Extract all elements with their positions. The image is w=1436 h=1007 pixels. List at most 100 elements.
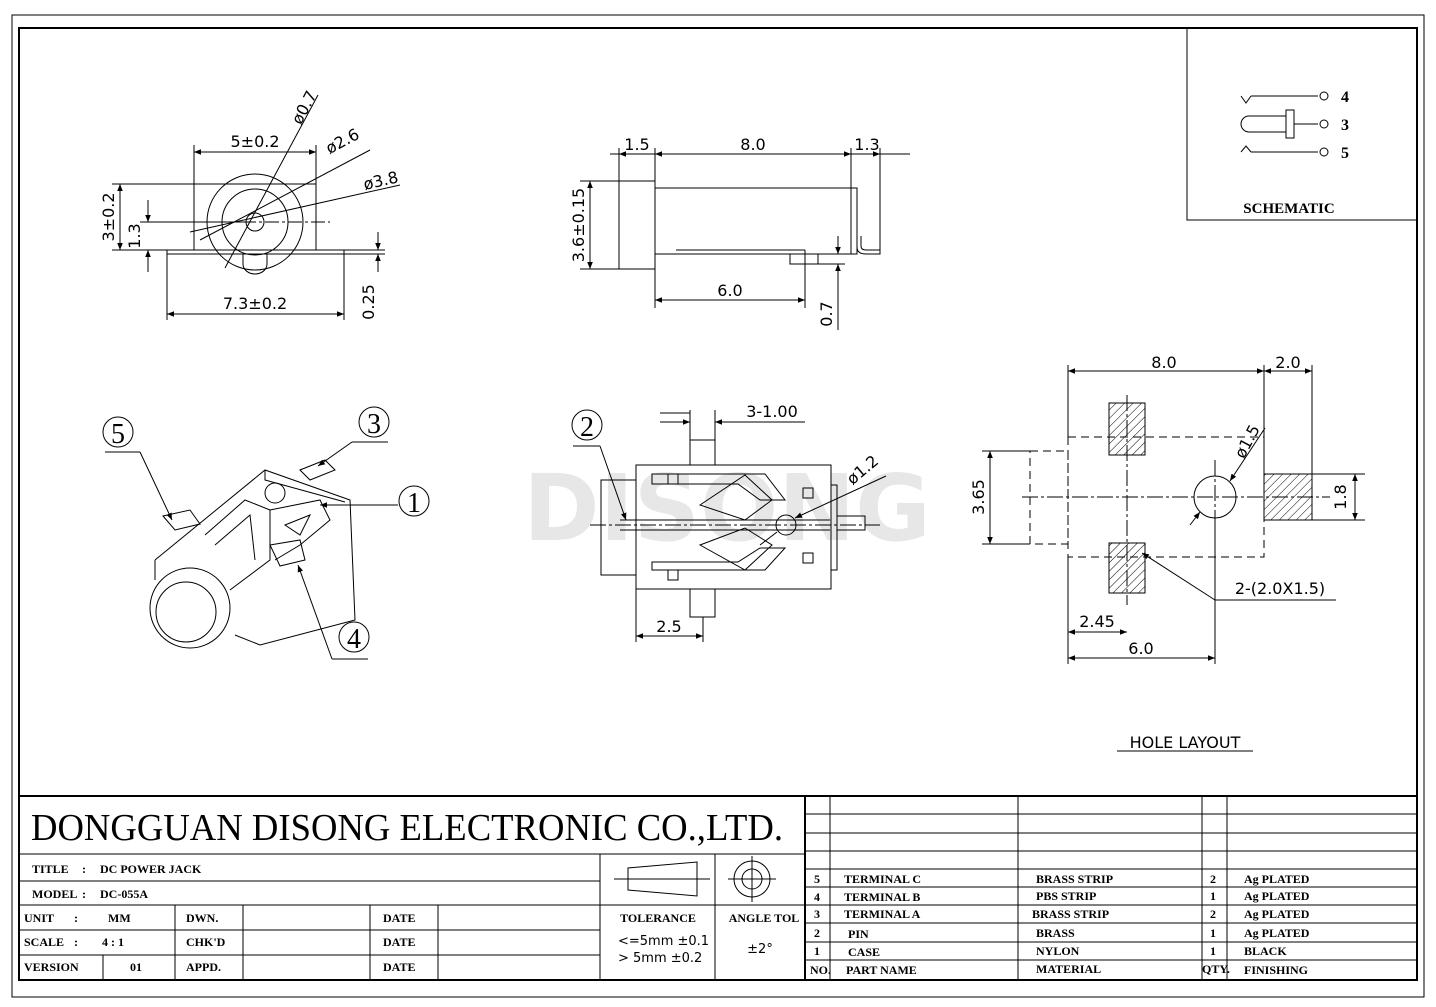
bom-row-1-no: 1 bbox=[814, 944, 820, 958]
chkd-label: CHK'D bbox=[186, 935, 226, 949]
title-label: TITLE bbox=[32, 862, 69, 876]
side-dim-pins: 6.0 bbox=[717, 281, 742, 300]
front-dim-base: 7.3±0.2 bbox=[223, 294, 287, 313]
bom-row-5-material: BRASS STRIP bbox=[1036, 872, 1113, 886]
bom-row-2-finishing: Ag PLATED bbox=[1244, 926, 1310, 940]
callout-2: 2 bbox=[580, 412, 594, 443]
version-label: VERSION bbox=[24, 960, 79, 974]
title-value: DC POWER JACK bbox=[100, 862, 202, 876]
front-dim-d26: ø2.6 bbox=[322, 124, 362, 157]
bom-row-4-qty: 1 bbox=[1210, 889, 1216, 903]
hole-dim-base: 6.0 bbox=[1128, 639, 1153, 658]
watermark-text: DISONG bbox=[523, 455, 931, 562]
sheet-frame bbox=[11, 14, 1425, 998]
front-dim-height: 3±0.2 bbox=[99, 192, 118, 241]
unit-label: UNIT bbox=[24, 911, 54, 925]
bom-row-1-finishing: BLACK bbox=[1244, 944, 1287, 958]
bom-row-2-qty: 1 bbox=[1210, 926, 1216, 940]
side-dim-body: 8.0 bbox=[740, 135, 765, 154]
model-value: DC-055A bbox=[100, 887, 148, 901]
date-label-2: DATE bbox=[383, 935, 415, 949]
hole-dim-pads: 2-(2.0X1.5) bbox=[1235, 579, 1325, 598]
bom-header-part: PART NAME bbox=[846, 963, 917, 977]
front-view: 5±0.2 ø0.7 ø2.6 ø3.8 3±0.2 1.3 7.3±0.2 0… bbox=[99, 87, 401, 320]
version-value: 01 bbox=[130, 960, 142, 974]
front-dim-foot: 0.25 bbox=[359, 284, 378, 320]
hole-dim-length: 8.0 bbox=[1151, 353, 1176, 372]
schematic-symbol bbox=[1240, 91, 1329, 157]
hole-dim-pad: 1.8 bbox=[1331, 484, 1350, 509]
tolerance-label: TOLERANCE bbox=[620, 911, 696, 925]
bom-row-1-part: CASE bbox=[848, 945, 880, 959]
side-dim-height: 3.6±0.15 bbox=[569, 188, 588, 262]
model-label: MODEL bbox=[32, 887, 77, 901]
bom-row-3-part: TERMINAL A bbox=[844, 907, 921, 921]
angle-tol-value: ±2° bbox=[747, 942, 773, 957]
callout-4: 4 bbox=[347, 624, 361, 655]
bom-row-4-part: TERMINAL B bbox=[844, 890, 920, 904]
bom-header-finishing: FINISHING bbox=[1244, 963, 1308, 977]
unit-colon: : bbox=[74, 911, 78, 925]
company-name: DONGGUAN DISONG ELECTRONIC CO.,LTD. bbox=[31, 807, 783, 849]
hole-layout: 8.0 2.0 ø1.5 3.65 1.8 2-(2.0X1.5) 2.45 6… bbox=[969, 353, 1365, 752]
schematic-pin-5: 5 bbox=[1341, 145, 1349, 162]
schematic-pin-4: 4 bbox=[1341, 89, 1349, 106]
scale-label: SCALE bbox=[24, 935, 64, 949]
date-label-1: DATE bbox=[383, 911, 415, 925]
bom-row-2-no: 2 bbox=[814, 926, 820, 940]
scale-value: 4 : 1 bbox=[102, 935, 124, 949]
angle-tol-label: ANGLE TOL bbox=[729, 911, 800, 925]
bom-row-5-no: 5 bbox=[814, 872, 820, 886]
scale-colon: : bbox=[74, 935, 78, 949]
callout-3: 3 bbox=[367, 409, 381, 440]
bom-row-5-qty: 2 bbox=[1210, 872, 1216, 886]
title-block: DONGGUAN DISONG ELECTRONIC CO.,LTD. TITL… bbox=[19, 795, 1417, 980]
front-dim-d07: ø0.7 bbox=[287, 87, 320, 127]
top-dim-offset: 2.5 bbox=[656, 617, 681, 636]
front-dim-center: 1.3 bbox=[125, 223, 144, 248]
bom-header-qty: QTY. bbox=[1202, 962, 1230, 976]
bom-row-3-finishing: Ag PLATED bbox=[1244, 907, 1310, 921]
hole-dim-offset: 2.45 bbox=[1079, 612, 1115, 631]
front-dim-d38: ø3.8 bbox=[361, 167, 400, 193]
bom-row-2-part: PIN bbox=[848, 927, 869, 941]
side-dim-pin-h: 0.7 bbox=[817, 301, 836, 326]
bom-row-3-qty: 2 bbox=[1210, 907, 1216, 921]
bom-row-5-part: TERMINAL C bbox=[844, 872, 921, 886]
model-colon: : bbox=[82, 887, 86, 901]
tolerance-line-1: <=5mm ±0.1 bbox=[618, 934, 709, 949]
bom-row-3-no: 3 bbox=[814, 907, 820, 921]
title-colon: : bbox=[82, 862, 86, 876]
schematic-label: SCHEMATIC bbox=[1243, 201, 1334, 217]
date-label-3: DATE bbox=[383, 960, 415, 974]
top-dim-pins: 3-1.00 bbox=[746, 402, 798, 421]
appd-label: APPD. bbox=[186, 960, 221, 974]
bom-header-no: NO. bbox=[810, 963, 831, 977]
schematic-panel: 4 3 5 SCHEMATIC bbox=[1186, 28, 1417, 221]
bom-row-2-material: BRASS bbox=[1036, 926, 1075, 940]
bom-row-1-qty: 1 bbox=[1210, 944, 1216, 958]
schematic-pin-3: 3 bbox=[1341, 117, 1349, 134]
unit-value: MM bbox=[108, 911, 131, 925]
bom-row-3-material: BRASS STRIP bbox=[1032, 907, 1109, 921]
front-dim-width: 5±0.2 bbox=[230, 132, 279, 151]
hole-dim-height: 3.65 bbox=[969, 479, 988, 515]
dwn-label: DWN. bbox=[186, 911, 218, 925]
hole-dim-tail: 2.0 bbox=[1275, 353, 1300, 372]
bom-row-4-finishing: Ag PLATED bbox=[1244, 889, 1310, 903]
side-view: 1.5 8.0 1.3 3.6±0.15 6.0 0.7 bbox=[569, 135, 910, 330]
bom-row-5-finishing: Ag PLATED bbox=[1244, 872, 1310, 886]
bom-row-4-material: PBS STRIP bbox=[1036, 889, 1096, 903]
side-dim-rear: 1.3 bbox=[854, 135, 879, 154]
bom-row-4-no: 4 bbox=[814, 890, 820, 904]
side-dim-front: 1.5 bbox=[624, 135, 649, 154]
callout-5: 5 bbox=[111, 419, 125, 450]
bom-header-material: MATERIAL bbox=[1036, 962, 1101, 976]
hole-dim-hole: ø1.5 bbox=[1230, 421, 1263, 461]
hole-layout-title: HOLE LAYOUT bbox=[1130, 733, 1241, 752]
tolerance-line-2: > 5mm ±0.2 bbox=[618, 951, 702, 966]
isometric-view: 5 3 1 4 bbox=[102, 406, 430, 660]
callout-1: 1 bbox=[407, 488, 421, 519]
bom-row-1-material: NYLON bbox=[1036, 944, 1080, 958]
